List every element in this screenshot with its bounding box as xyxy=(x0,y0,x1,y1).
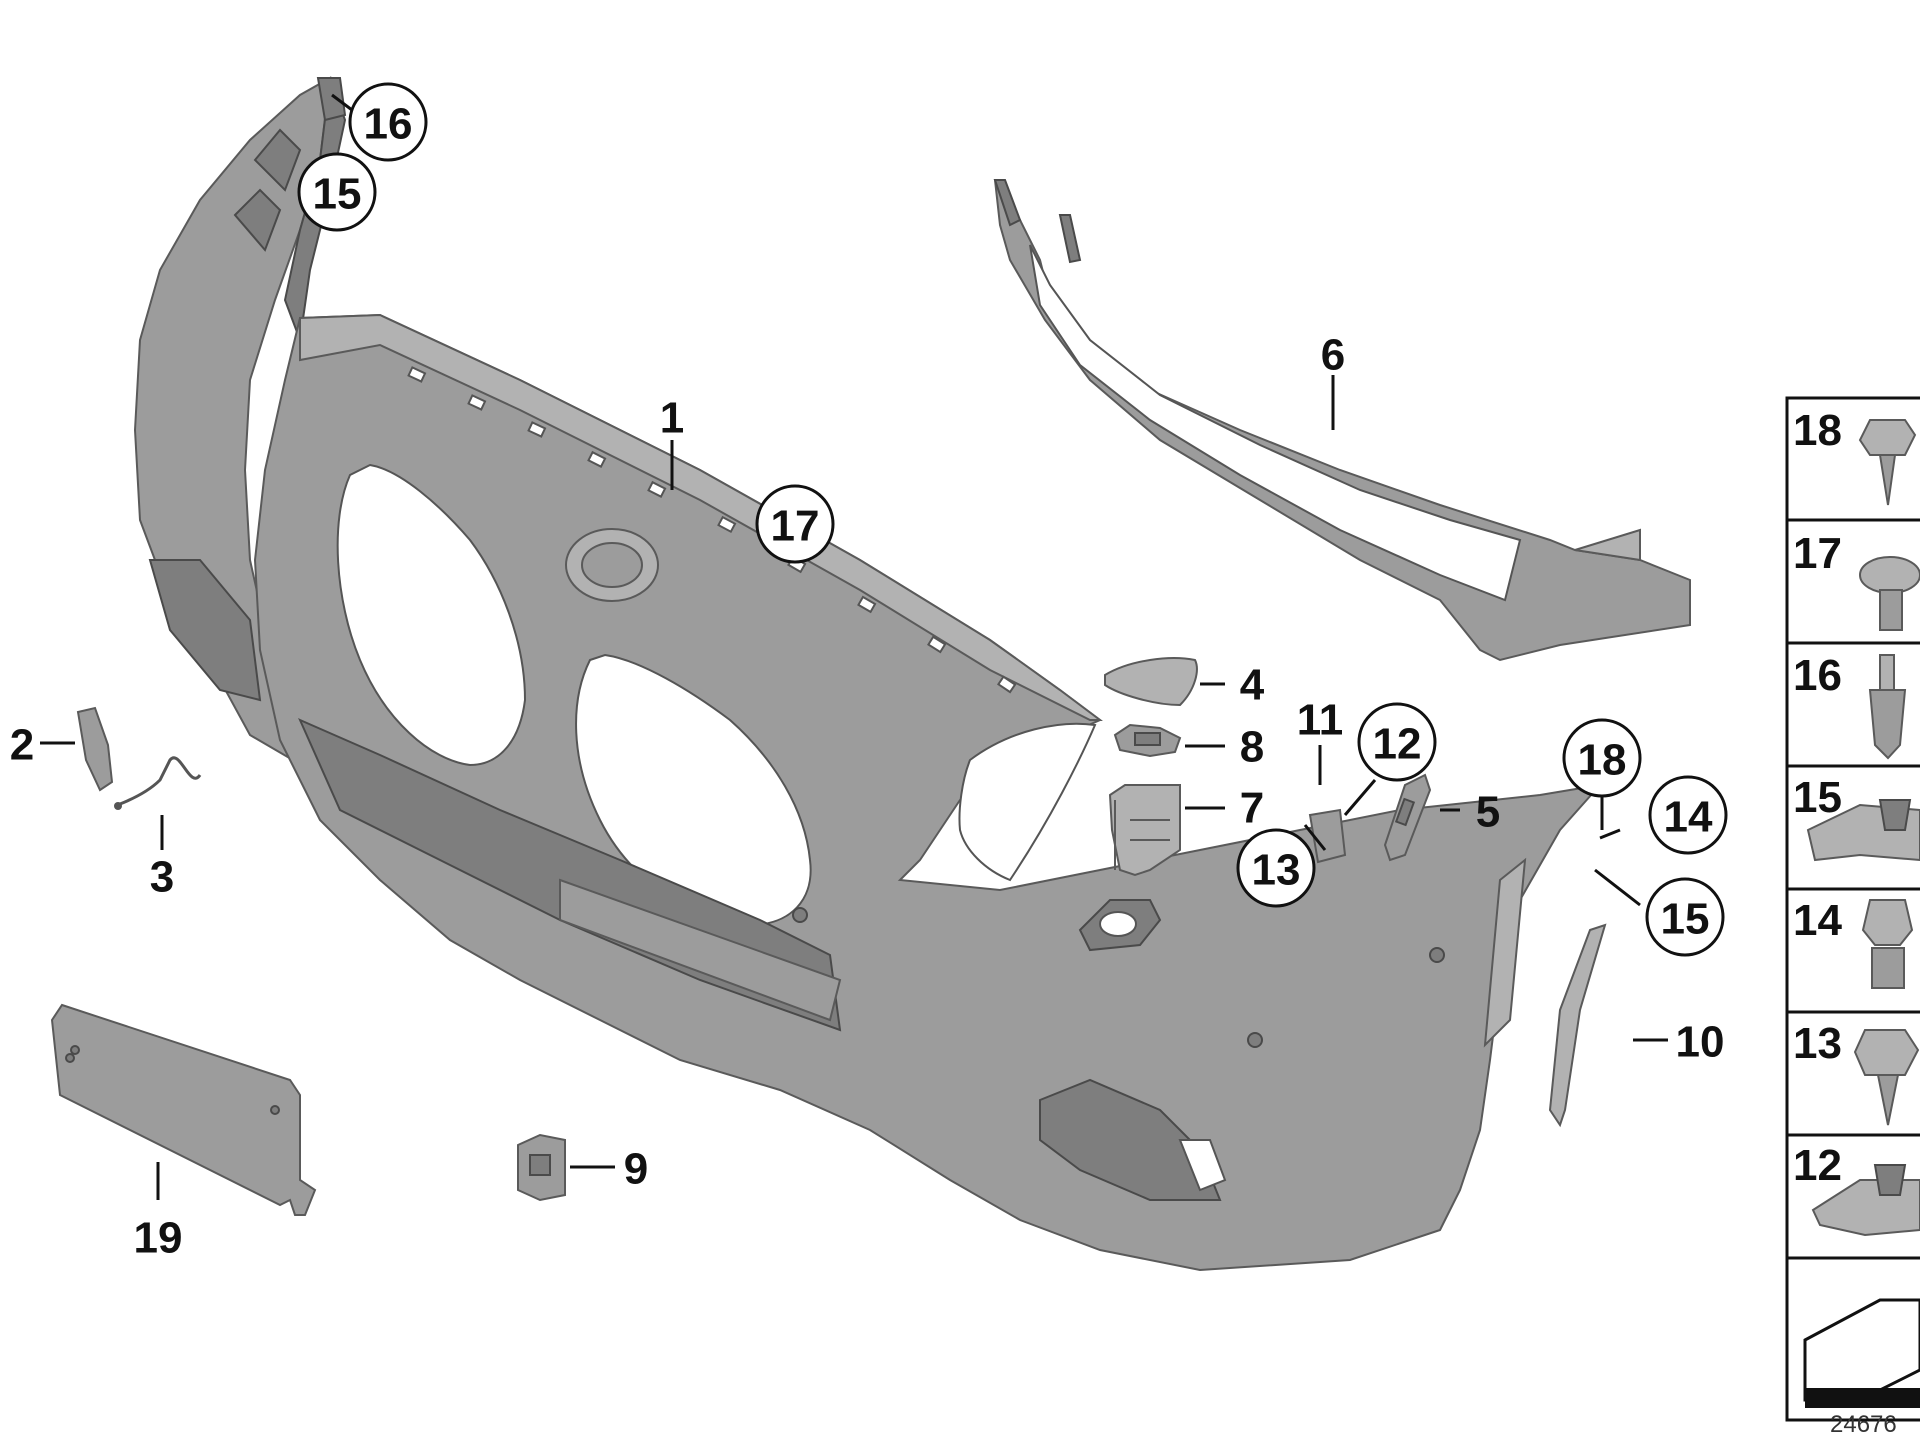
legend-row-12: 12 xyxy=(1793,1141,1842,1190)
washer-holder-part-7 xyxy=(1108,784,1181,877)
svg-text:14: 14 xyxy=(1664,793,1713,842)
callout-9: 9 xyxy=(624,1145,648,1194)
callout-7: 7 xyxy=(1240,784,1264,833)
callout-6: 6 xyxy=(1321,331,1345,380)
clip-part-9 xyxy=(517,1133,566,1202)
legend-row-14: 14 xyxy=(1793,896,1842,945)
bracket-part-5 xyxy=(1383,773,1432,862)
license-plate-base-part-19 xyxy=(50,1003,317,1216)
bracket-part-2 xyxy=(76,706,114,792)
bumper-cover xyxy=(133,76,1603,1272)
callout-4: 4 xyxy=(1240,661,1265,710)
callout-14: 14 xyxy=(1648,775,1728,855)
svg-text:12: 12 xyxy=(1373,720,1422,769)
svg-text:16: 16 xyxy=(364,100,413,149)
callout-19: 19 xyxy=(134,1214,183,1263)
callout-15-left: 15 xyxy=(297,152,377,232)
svg-text:15: 15 xyxy=(313,170,362,219)
callout-12: 12 xyxy=(1357,702,1437,782)
callout-17: 17 xyxy=(755,484,835,564)
callout-1: 1 xyxy=(660,394,684,443)
svg-text:13: 13 xyxy=(1252,846,1301,895)
clip-part-11 xyxy=(1308,808,1347,864)
svg-text:18: 18 xyxy=(1578,736,1627,785)
cable-part-3 xyxy=(114,756,202,810)
legend-row-15: 15 xyxy=(1793,773,1842,822)
document-number: 24676 xyxy=(1830,1411,1897,1438)
legend-row-16: 16 xyxy=(1793,651,1842,700)
callout-3: 3 xyxy=(150,853,174,902)
legend-row-18: 18 xyxy=(1793,406,1842,455)
callout-15-right: 15 xyxy=(1645,877,1725,957)
svg-text:15: 15 xyxy=(1661,895,1710,944)
callout-18: 18 xyxy=(1562,718,1642,798)
callout-2: 2 xyxy=(10,721,34,770)
callout-13: 13 xyxy=(1236,828,1316,908)
leader-lines xyxy=(40,93,1668,1200)
lower-trim-part-6 xyxy=(993,179,1691,662)
callout-5: 5 xyxy=(1476,788,1500,837)
mounting-slots xyxy=(407,366,1017,694)
legend-row-17: 17 xyxy=(1793,529,1842,578)
svg-text:17: 17 xyxy=(771,502,820,551)
washer-cover-part-4 xyxy=(1104,657,1198,707)
bracket-part-8 xyxy=(1113,723,1182,758)
fastener-legend: 18 17 16 15 14 13 12 xyxy=(1785,396,1920,1422)
callout-16: 16 xyxy=(348,82,428,162)
legend-row-13: 13 xyxy=(1793,1019,1842,1068)
callout-8: 8 xyxy=(1240,723,1264,772)
reflector-strip-part-10 xyxy=(1548,923,1607,1128)
callout-11: 11 xyxy=(1297,696,1344,745)
callout-10: 10 xyxy=(1676,1018,1725,1067)
